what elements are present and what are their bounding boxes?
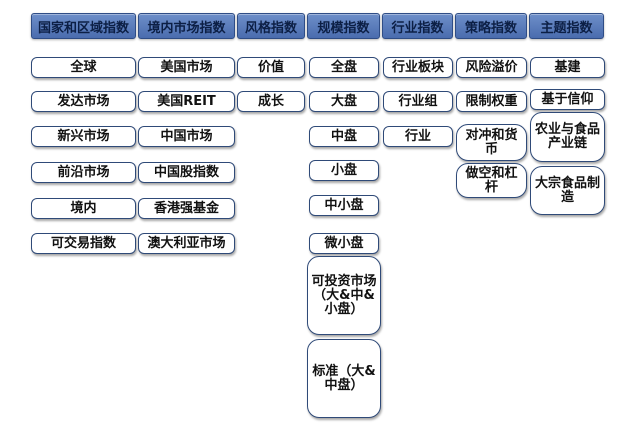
region-item: 新兴市场 — [31, 126, 136, 147]
domestic-item: 中国股指数 — [138, 162, 235, 183]
header-strategy: 策略指数 — [455, 13, 527, 39]
industry-item: 行业 — [383, 126, 453, 147]
header-style: 风格指数 — [237, 13, 305, 39]
region-item: 前沿市场 — [31, 162, 136, 183]
size-item: 标准（大&中盘） — [307, 339, 381, 418]
domestic-item: 澳大利亚市场 — [138, 233, 235, 254]
region-item: 全球 — [31, 57, 136, 78]
strategy-item: 风险溢价 — [456, 57, 527, 78]
domestic-item: 中国市场 — [138, 126, 235, 147]
header-industry: 行业指数 — [382, 13, 453, 39]
domestic-item: 美国REIT — [138, 91, 235, 112]
size-item: 可投资市场（大&中&小盘） — [307, 256, 381, 335]
size-item: 小盘 — [309, 160, 379, 181]
industry-item: 行业组 — [383, 91, 453, 112]
theme-item: 农业与食品产业链 — [530, 112, 605, 162]
region-item: 可交易指数 — [31, 233, 136, 254]
style-item: 价值 — [237, 57, 305, 78]
header-theme: 主题指数 — [529, 13, 604, 39]
strategy-item: 限制权重 — [456, 91, 527, 112]
size-item: 微小盘 — [309, 233, 379, 254]
region-item: 发达市场 — [31, 91, 136, 112]
theme-item: 基于信仰 — [530, 89, 605, 110]
theme-item: 基建 — [530, 57, 605, 78]
theme-item: 大宗食品制造 — [530, 166, 605, 215]
size-item: 全盘 — [309, 57, 379, 78]
size-item: 大盘 — [309, 91, 379, 112]
header-domestic: 境内市场指数 — [138, 13, 235, 39]
size-item: 中盘 — [309, 126, 379, 147]
header-size: 规模指数 — [307, 13, 380, 39]
header-region: 国家和区域指数 — [31, 13, 136, 39]
strategy-item: 做空和杠杆 — [456, 163, 527, 198]
region-item: 境内 — [31, 198, 136, 219]
strategy-item: 对冲和货币 — [456, 124, 527, 161]
size-item: 中小盘 — [309, 195, 379, 216]
domestic-item: 美国市场 — [138, 57, 235, 78]
industry-item: 行业板块 — [383, 57, 453, 78]
domestic-item: 香港强基金 — [138, 198, 235, 219]
style-item: 成长 — [237, 91, 305, 112]
